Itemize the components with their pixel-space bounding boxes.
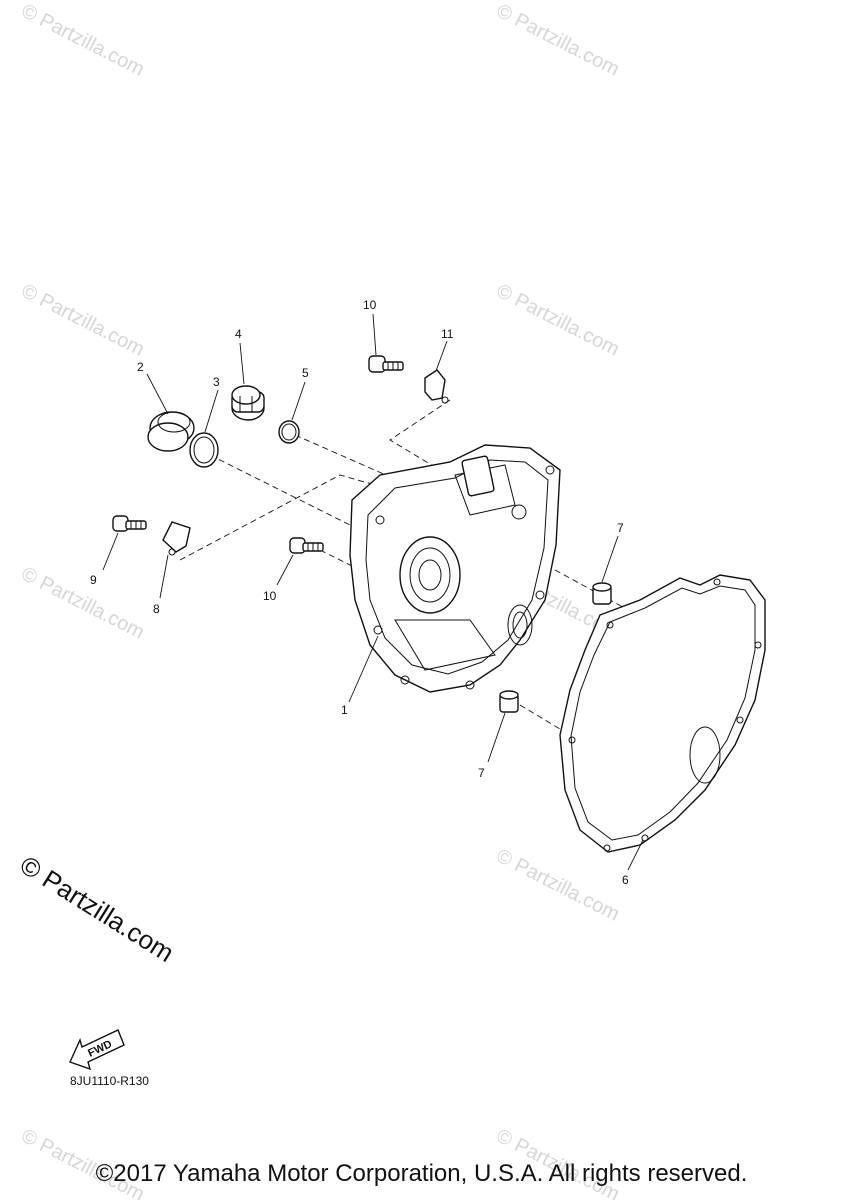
callout-8: 8 bbox=[153, 602, 160, 616]
callout-2: 2 bbox=[137, 360, 144, 374]
part-dowel-pin-lower bbox=[499, 690, 519, 713]
callout-7-upper: 7 bbox=[617, 521, 624, 535]
watermark-7: © Partzilla.com bbox=[493, 845, 623, 926]
copyright-notice: ©2017 Yamaha Motor Corporation, U.S.A. A… bbox=[95, 1160, 748, 1187]
callout-leaders bbox=[102, 313, 644, 871]
watermark-3: © Partzilla.com bbox=[18, 280, 148, 361]
callout-11: 11 bbox=[441, 327, 454, 341]
callout-1: 1 bbox=[341, 703, 348, 717]
part-gasket bbox=[559, 574, 766, 853]
part-bolt-top bbox=[368, 355, 404, 373]
watermark-4: © Partzilla.com bbox=[493, 280, 623, 361]
part-plug-small bbox=[231, 385, 265, 421]
part-o-ring-large bbox=[189, 432, 219, 468]
callout-labels: 1 2 3 4 5 6 7 7 8 9 10 10 11 bbox=[90, 298, 629, 887]
watermark-1: © Partzilla.com bbox=[18, 0, 148, 81]
watermark-2: © Partzilla.com bbox=[493, 0, 623, 81]
diagram-code: 8JU1110-R130 bbox=[70, 1074, 149, 1088]
part-plug bbox=[147, 411, 195, 452]
part-bolt-middle bbox=[289, 537, 324, 554]
fwd-arrow-icon: FWD bbox=[69, 1029, 125, 1071]
watermark-large: © Partzilla.com bbox=[15, 850, 179, 968]
watermark-5: © Partzilla.com bbox=[18, 563, 148, 644]
part-o-ring-small bbox=[278, 420, 300, 444]
part-dowel-pin-upper bbox=[592, 582, 612, 605]
callout-10-top: 10 bbox=[363, 298, 377, 312]
part-clamp-left bbox=[162, 521, 191, 556]
callout-9: 9 bbox=[90, 573, 97, 587]
part-bolt-left bbox=[112, 515, 147, 532]
callout-7-lower: 7 bbox=[478, 766, 485, 780]
callout-6: 6 bbox=[622, 873, 629, 887]
callout-5: 5 bbox=[302, 366, 309, 380]
callout-4: 4 bbox=[235, 327, 242, 341]
callout-10-middle: 10 bbox=[263, 589, 277, 603]
part-clamp-top bbox=[424, 369, 449, 404]
callout-3: 3 bbox=[213, 375, 220, 389]
part-crankcase-cover bbox=[349, 444, 561, 693]
